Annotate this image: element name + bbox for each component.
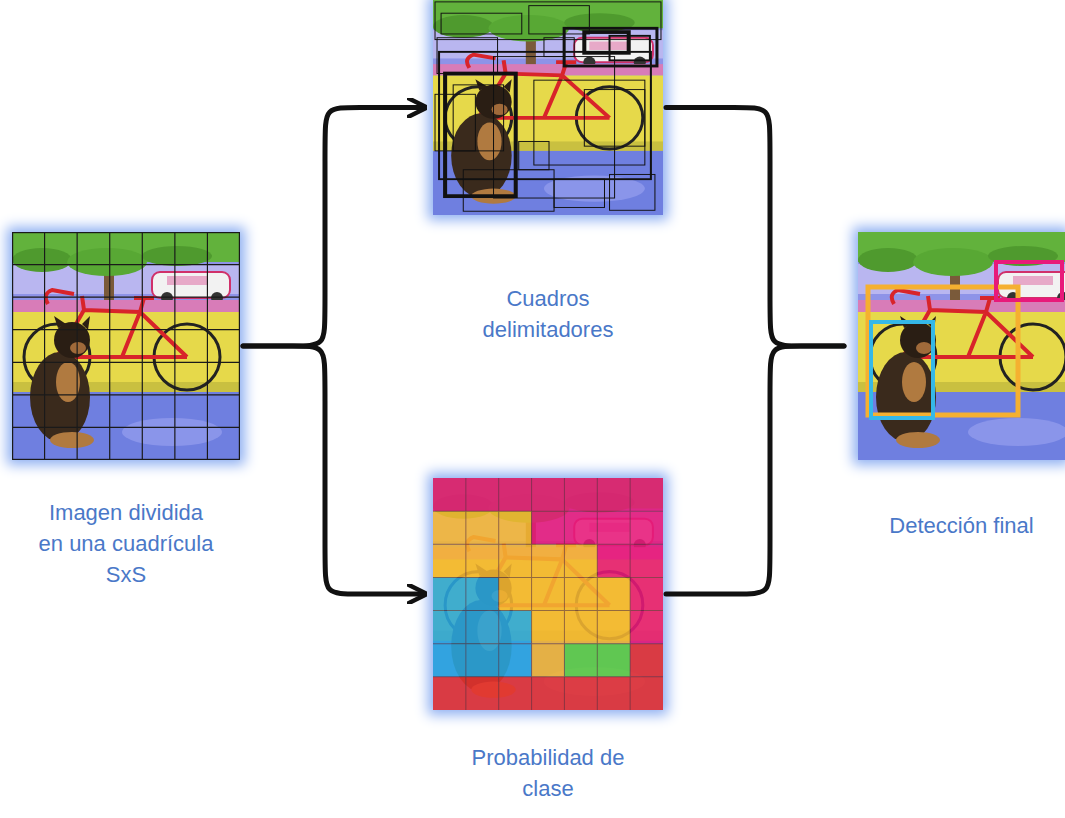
final-detection-image [858, 232, 1065, 460]
panel-caption: Probabilidad de clase [468, 742, 628, 804]
class-probability-panel [433, 478, 663, 710]
image-panel: Imagen dividida en una cuadrícula SxS [12, 232, 240, 590]
grid-image [12, 232, 240, 460]
image-panel: Probabilidad de clase [433, 478, 663, 804]
bounding-boxes-image [433, 0, 663, 215]
image-panel: Cuadros delimitadores [433, 0, 663, 345]
panel-caption: Imagen dividida en una cuadrícula SxS [37, 497, 215, 590]
final-detection-panel [858, 232, 1065, 460]
detection-boxes [868, 262, 1062, 418]
brace-connector [666, 108, 844, 347]
image-panel: Detección final [858, 232, 1065, 541]
panel-caption: Cuadros delimitadores [468, 283, 628, 345]
bounding-boxes [435, 2, 661, 211]
panel-caption: Detección final [862, 510, 1062, 541]
brace-connector [243, 346, 423, 594]
grid-lines [12, 232, 240, 460]
class-probability-map [433, 478, 663, 710]
grid-image-panel [12, 232, 240, 460]
brace-connector [666, 346, 844, 594]
grid-lines [433, 478, 663, 710]
brace-connector [243, 108, 423, 347]
bounding-boxes-panel [433, 0, 663, 215]
class-cells [433, 478, 663, 710]
